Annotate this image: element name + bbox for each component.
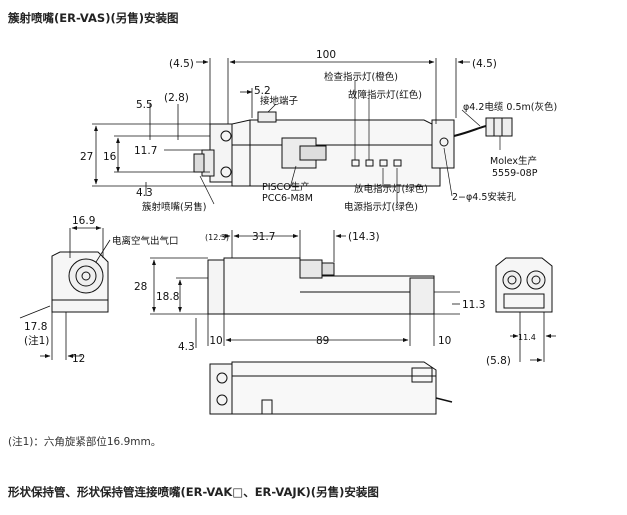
dim-5-2: 5.2: [254, 85, 271, 97]
dim-14-3: (14.3): [348, 231, 380, 243]
dim-11-4: 11.4: [518, 333, 536, 342]
top-label-leaders: [199, 80, 501, 205]
dim-5-5: 5.5: [136, 99, 153, 111]
molex-label: Molex生产: [490, 155, 537, 167]
note1-marker: (注1): [24, 334, 49, 347]
dim-4-5-right: (4.5): [472, 58, 497, 70]
diagram-title: 簇射喷嘴(ER-VAS)(另售)安装图: [8, 11, 179, 25]
dim-16-9: 16.9: [72, 215, 95, 227]
dim-16: 16: [103, 151, 117, 163]
dim-2-8: (2.8): [164, 92, 189, 104]
dim-89: 89: [316, 335, 329, 347]
mount-hole-label: 2−φ4.5安装孔: [452, 191, 516, 203]
dim-100: 100: [316, 49, 336, 61]
dim-28: 28: [134, 281, 147, 293]
cable-label: φ4.2电缆 0.5m(灰色): [463, 101, 557, 113]
fault-led-label: 故障指示灯(红色): [348, 89, 422, 101]
front-view: [207, 257, 435, 315]
top-view-outline: [193, 111, 513, 187]
dim-11-3: 11.3: [462, 299, 485, 311]
dim-27: 27: [80, 151, 93, 163]
dim-10-left: 10: [209, 335, 222, 347]
ion-outlet-label: 电离空气出气口: [112, 235, 179, 247]
pisco-label: PISCO生产: [262, 181, 310, 193]
bottom-view: [209, 361, 453, 415]
dim-17-8: 17.8: [24, 321, 47, 333]
dim-12: 12: [72, 353, 85, 365]
discharge-led-label: 放电指示灯(绿色): [354, 183, 428, 195]
dim-5-8: (5.8): [486, 355, 511, 367]
ground-terminal-label: 接地端子: [260, 95, 299, 107]
pisco-part-label: PCC6-M8M: [262, 193, 313, 204]
dim-11-7: 11.7: [134, 145, 157, 157]
dim-18-8: 18.8: [156, 291, 179, 303]
footnote: (注1)：六角旋紧部位16.9mm。: [8, 436, 162, 448]
dim-31-7: 31.7: [252, 231, 275, 243]
left-end-view: [51, 251, 109, 313]
dim-4-3-top: 4.3: [136, 187, 153, 199]
left-end-dims: [19, 226, 111, 360]
dim-10-right: 10: [438, 335, 451, 347]
shower-nozzle-label: 簇射喷嘴(另售): [142, 201, 206, 213]
molex-part-label: 5559-08P: [492, 168, 538, 179]
dim-4-5-left: (4.5): [169, 58, 194, 70]
check-led-label: 检查指示灯(橙色): [324, 71, 398, 83]
right-end-dims: [510, 312, 556, 362]
power-led-label: 电源指示灯(绿色): [344, 201, 418, 213]
right-end-view: [495, 257, 553, 313]
dim-4-3-front: 4.3: [178, 341, 195, 353]
front-view-dims: [150, 230, 460, 348]
top-dimension-lines: [92, 58, 470, 196]
section-title: 形状保持管、形状保持管连接喷嘴(ER-VAK□、ER-VAJK)(另售)安装图: [8, 485, 379, 499]
dim-12-3: (12.3): [205, 233, 229, 242]
